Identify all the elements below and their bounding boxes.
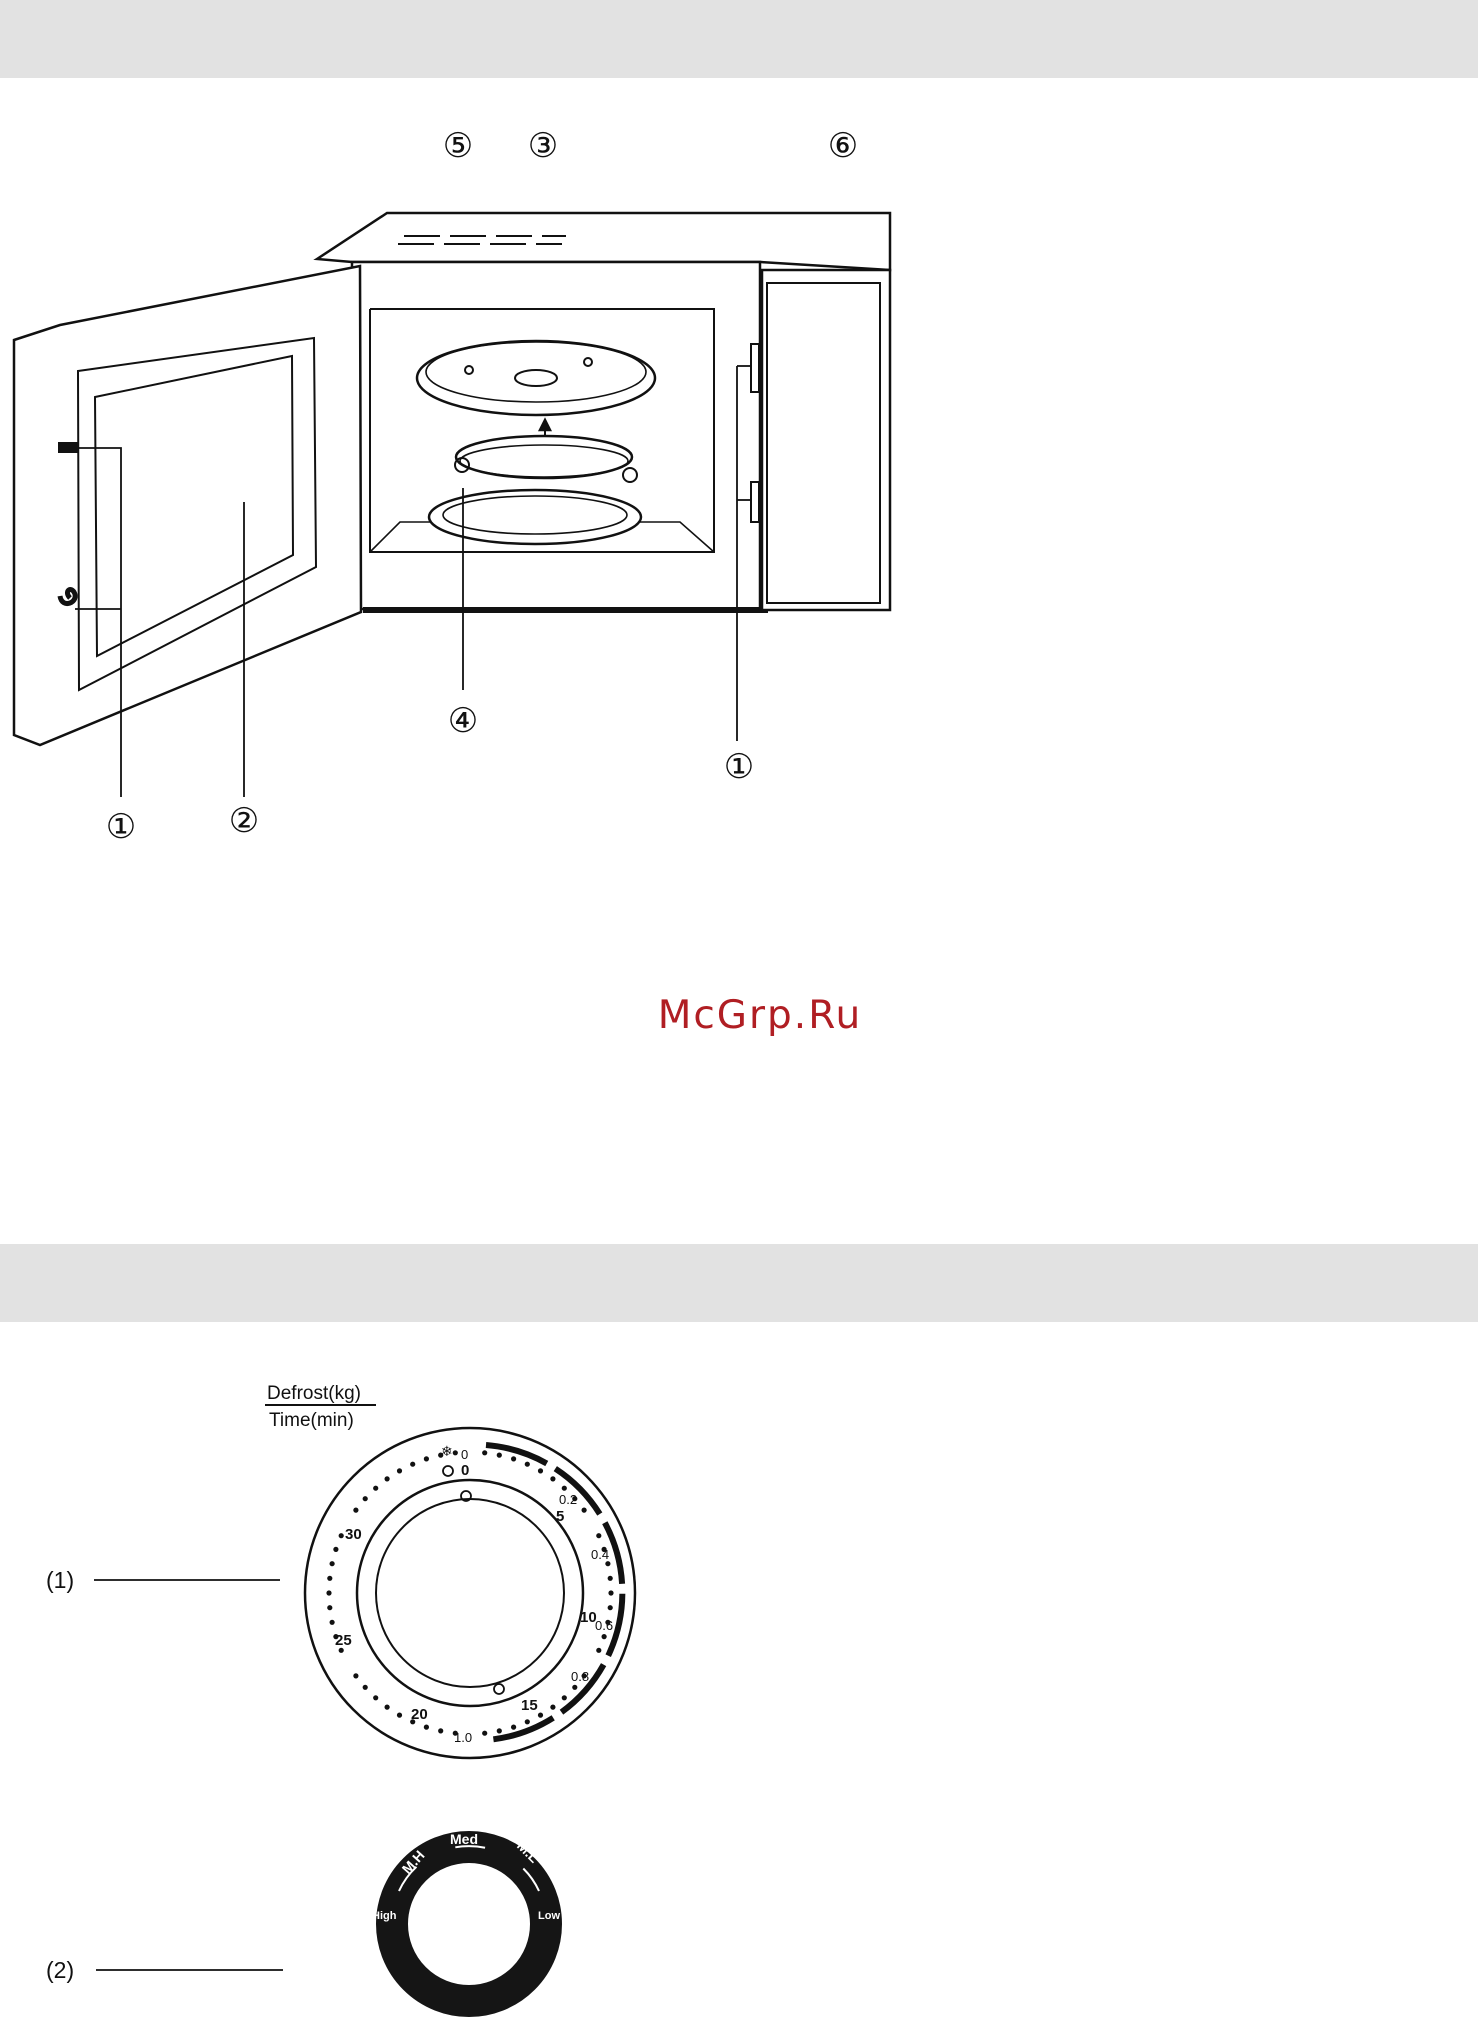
- timer-dial-knob: [376, 1499, 564, 1687]
- time-mark-0: 0: [461, 1462, 469, 1479]
- dial-dot: [327, 1605, 332, 1610]
- dial-dot: [410, 1462, 415, 1467]
- dial-dot: [363, 1496, 368, 1501]
- dial-dot: [550, 1476, 555, 1481]
- dial-dot: [608, 1590, 613, 1595]
- dial-dot: [330, 1620, 335, 1625]
- time-mark-25: 25: [335, 1632, 352, 1649]
- callout-1-left: ①: [106, 807, 136, 847]
- timer-dial-outer: [305, 1428, 635, 1758]
- dial-dot: [424, 1456, 429, 1461]
- dial-dot: [353, 1508, 358, 1513]
- dial-dot: [572, 1496, 577, 1501]
- dial-dot: [339, 1533, 344, 1538]
- callout-4: ④: [448, 701, 478, 741]
- dial-dot: [438, 1728, 443, 1733]
- dial1-header-defrost: Defrost(kg): [267, 1383, 361, 1404]
- dial-dot: [339, 1648, 344, 1653]
- dial-dot: [438, 1453, 443, 1458]
- dial-dot: [608, 1576, 613, 1581]
- dial-dot: [497, 1728, 502, 1733]
- dial-dot: [373, 1695, 378, 1700]
- dial-dot: [453, 1731, 458, 1736]
- dial-dot: [596, 1533, 601, 1538]
- section-header-band-bottom: [0, 1244, 1478, 1322]
- dial-dot: [525, 1462, 530, 1467]
- power-level-med: Med: [450, 1831, 478, 1847]
- dial2-label: (2): [46, 1957, 74, 1983]
- dial-dot: [596, 1648, 601, 1653]
- time-mark-15: 15: [521, 1697, 538, 1714]
- dial-dot: [605, 1561, 610, 1566]
- callout-5: ⑤: [443, 126, 473, 166]
- power-level-high: High: [372, 1910, 397, 1922]
- time-mark-30: 30: [345, 1526, 362, 1543]
- dial-dot: [562, 1695, 567, 1700]
- dial-dot: [511, 1456, 516, 1461]
- dial-dot: [453, 1450, 458, 1455]
- dial-dot: [330, 1561, 335, 1566]
- dial-dot: [582, 1508, 587, 1513]
- microwave-diagram: ⑤ ③ ⑥ ① ② ④ ①: [0, 0, 1478, 860]
- dial-dot: [326, 1590, 331, 1595]
- dial-dot: [410, 1719, 415, 1724]
- defrost-icon: ❄: [441, 1443, 453, 1459]
- dial-dot: [353, 1673, 358, 1678]
- time-mark-10: 10: [580, 1609, 597, 1626]
- dial-dot: [525, 1719, 530, 1724]
- dial-dot: [511, 1725, 516, 1730]
- dial-dot: [333, 1547, 338, 1552]
- dial-dot: [397, 1713, 402, 1718]
- callout-6: ⑥: [828, 126, 858, 166]
- dial-dot: [397, 1468, 402, 1473]
- dial1-header-time: Time(min): [269, 1410, 354, 1431]
- dial-dot: [538, 1713, 543, 1718]
- time-mark-5: 5: [556, 1508, 564, 1525]
- dial-dot: [538, 1468, 543, 1473]
- defrost-arc: [486, 1445, 622, 1740]
- dial-dot: [497, 1453, 502, 1458]
- dial-dot: [482, 1450, 487, 1455]
- clock-icon: [443, 1466, 453, 1476]
- dial-dot: [602, 1547, 607, 1552]
- dial-dot: [605, 1620, 610, 1625]
- dial-dot: [424, 1725, 429, 1730]
- power-level-ml: M.L: [514, 1837, 543, 1866]
- watermark: McGrp.Ru: [640, 993, 880, 1038]
- callout-2: ②: [229, 801, 259, 841]
- power-dial-ring: [392, 1847, 546, 2001]
- weight-mark-0-8: 0.8: [571, 1669, 589, 1684]
- weight-mark-0-4: 0.4: [591, 1547, 609, 1562]
- dial-dot: [373, 1486, 378, 1491]
- weight-mark-0: 0: [461, 1447, 468, 1462]
- weight-mark-0-2: 0.2: [559, 1492, 577, 1507]
- callout-1-right: ①: [724, 747, 754, 787]
- dial-dot: [562, 1486, 567, 1491]
- dial-dot: [333, 1634, 338, 1639]
- dial-dot: [385, 1476, 390, 1481]
- dial-dot: [385, 1705, 390, 1710]
- door-hook-upper: [58, 442, 78, 453]
- power-level-low: Low: [538, 1910, 560, 1922]
- control-panel-box: [762, 270, 890, 610]
- dial-dot: [582, 1673, 587, 1678]
- time-mark-20: 20: [411, 1706, 428, 1723]
- dial-dot: [602, 1634, 607, 1639]
- timer-dial-dots: [326, 1450, 613, 1736]
- dial-dot: [572, 1685, 577, 1690]
- rotating-ring-base: [429, 490, 641, 544]
- callout-3: ③: [528, 126, 558, 166]
- timer-dial-inner: [357, 1480, 583, 1706]
- dial-dot: [327, 1576, 332, 1581]
- dial-dot: [550, 1705, 555, 1710]
- weight-mark-1-0: 1.0: [454, 1730, 472, 1745]
- power-level-mh: M.H: [399, 1847, 428, 1877]
- dial-dot: [363, 1685, 368, 1690]
- dial-dot: [482, 1731, 487, 1736]
- dial-dot: [608, 1605, 613, 1610]
- dial1-label: (1): [46, 1567, 74, 1593]
- weight-mark-0-6: 0.6: [595, 1618, 613, 1633]
